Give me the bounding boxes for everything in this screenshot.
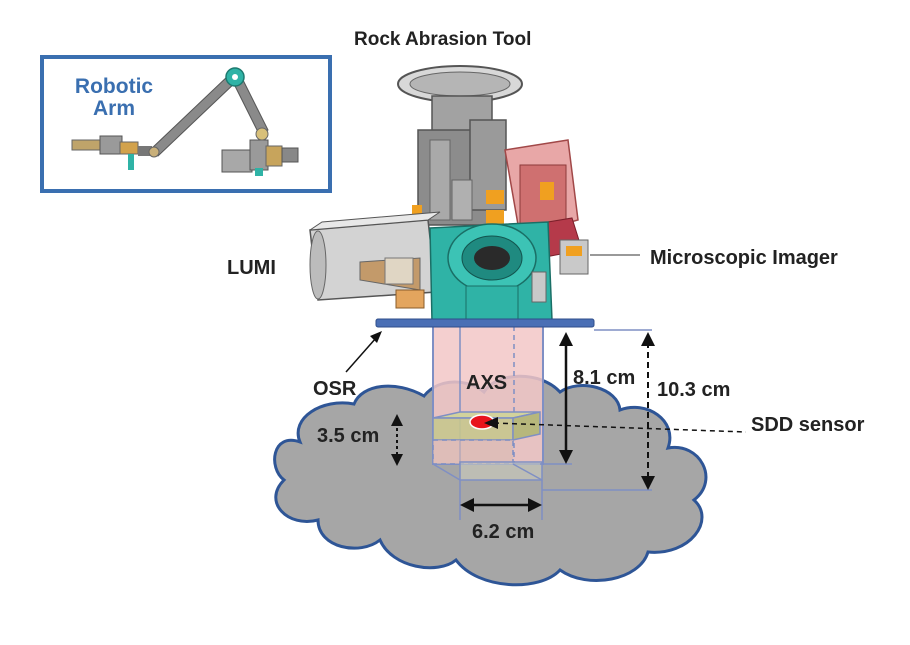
- dimension-81-arrow: [559, 332, 573, 464]
- robotic-arm-label: Robotic Arm: [66, 75, 162, 121]
- dimension-62-label: 6.2 cm: [472, 521, 535, 543]
- robotic-arm-illustration: [71, 67, 299, 176]
- robotic-arm-label-line2: Arm: [92, 97, 135, 121]
- lumi-label: LUMI: [227, 257, 276, 279]
- robotic-arm-label-line1: Robotic: [74, 75, 154, 98]
- osr-plate: [375, 318, 595, 328]
- rock-abrasion-tool-label: Rock Abrasion Tool: [354, 29, 532, 50]
- osr-label: OSR: [313, 378, 357, 400]
- dimension-35-label: 3.5 cm: [317, 425, 380, 447]
- robotic-arm-inset: [40, 55, 332, 193]
- sdd-sensor-leader: [484, 417, 747, 433]
- instrument-turret-illustration: [309, 65, 640, 323]
- dimension-35-arrow: [391, 414, 403, 466]
- dimension-103-arrow: [641, 332, 655, 490]
- axs-label: AXS: [466, 372, 508, 394]
- dimension-103-label: 10.3 cm: [657, 379, 731, 401]
- microscopic-imager-label: Microscopic Imager: [650, 247, 838, 269]
- sdd-sensor-label: SDD sensor: [751, 414, 865, 436]
- dimension-81-label: 8.1 cm: [573, 367, 636, 389]
- dimension-62-arrow: [460, 498, 542, 512]
- extension-lines: [459, 329, 652, 520]
- osr-pointer: [345, 331, 382, 373]
